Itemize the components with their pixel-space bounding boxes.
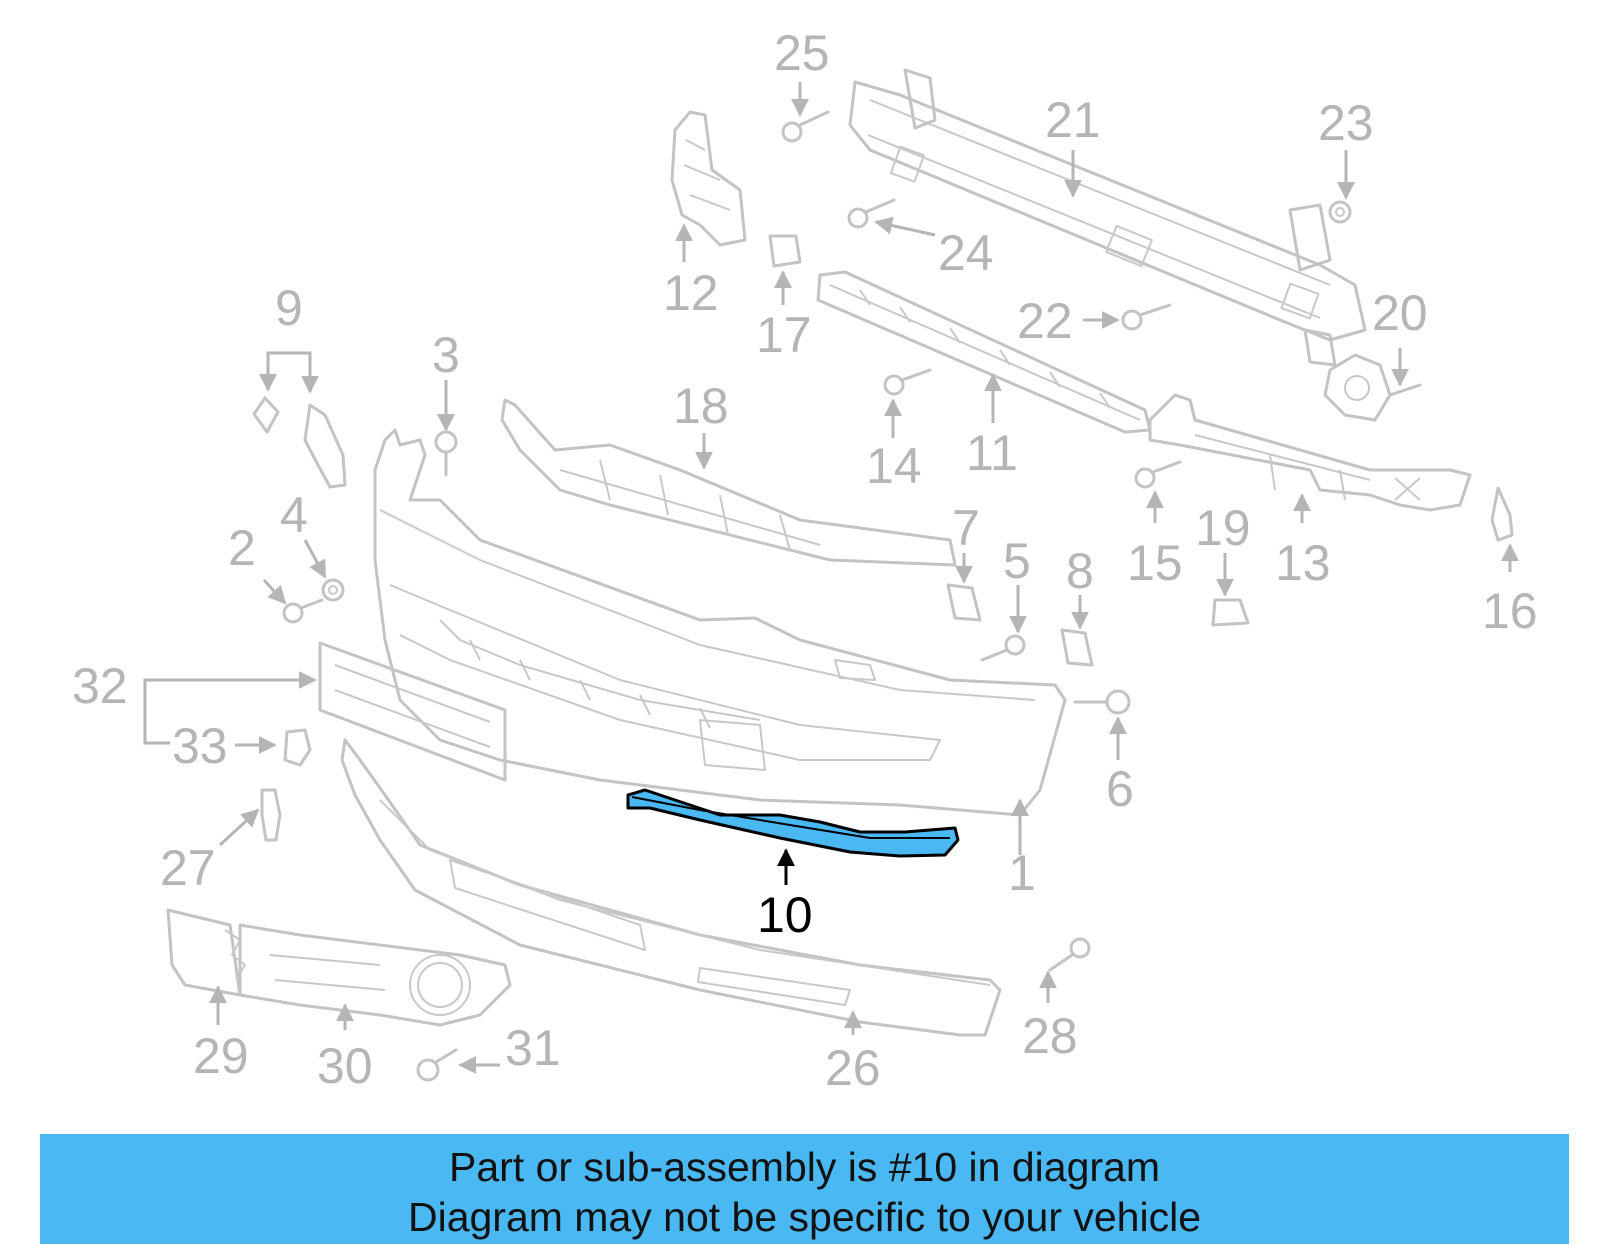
- callout-13: 13: [1275, 535, 1331, 591]
- part-30-fog-grille: [238, 923, 512, 1027]
- part-10-highlighted: [626, 788, 960, 858]
- callout-labels: 1 2 3 4 5 6 7 8 9 10 11 12 13 14 15 16 1…: [72, 25, 1538, 1096]
- part-21-reinforcement-bar: [848, 68, 1367, 367]
- part-11-upper-strip: [816, 270, 1152, 434]
- callout-11: 11: [966, 425, 1018, 481]
- callout-24: 24: [938, 225, 994, 281]
- callout-28: 28: [1022, 1008, 1078, 1064]
- callout-25: 25: [774, 25, 830, 81]
- callout-26: 26: [825, 1040, 881, 1096]
- callout-23: 23: [1318, 95, 1374, 151]
- part-32-plate-bracket: [318, 641, 507, 782]
- fasteners: [252, 110, 1514, 1082]
- callout-10: 10: [757, 887, 813, 943]
- part-20-support: [1323, 353, 1422, 422]
- callout-7: 7: [952, 500, 980, 556]
- callout-2: 2: [228, 520, 256, 576]
- callout-17: 17: [756, 307, 812, 363]
- callout-19: 19: [1195, 500, 1251, 556]
- callout-14: 14: [866, 438, 922, 494]
- part-1-bumper-cover: [373, 428, 1067, 817]
- callout-29: 29: [193, 1028, 249, 1084]
- callout-32: 32: [72, 658, 128, 714]
- part-10-shape: [626, 788, 960, 858]
- banner-line-2: Diagram may not be specific to your vehi…: [407, 1194, 1201, 1240]
- callout-30: 30: [317, 1038, 373, 1094]
- part-13-side-bracket: [1148, 393, 1472, 512]
- callout-27: 27: [160, 840, 216, 896]
- callout-21: 21: [1045, 92, 1101, 148]
- callout-31: 31: [505, 1020, 561, 1076]
- banner-line-1: Part or sub-assembly is #10 in diagram: [449, 1144, 1160, 1190]
- callout-8: 8: [1066, 543, 1094, 599]
- part-12-bracket: [670, 110, 747, 247]
- callout-1: 1: [1008, 845, 1036, 901]
- callout-33: 33: [172, 718, 228, 774]
- callout-15: 15: [1127, 535, 1183, 591]
- leader-lines: [143, 82, 1519, 1074]
- callout-3: 3: [432, 327, 460, 383]
- info-banner: Part or sub-assembly is #10 in diagram D…: [40, 1134, 1569, 1244]
- callout-9: 9: [275, 280, 303, 336]
- part-29-end-cap: [166, 908, 246, 997]
- callout-4: 4: [280, 487, 308, 543]
- callout-5: 5: [1003, 533, 1031, 589]
- parts-diagram: 1 2 3 4 5 6 7 8 9 10 11 12 13 14 15 16 1…: [72, 25, 1538, 1096]
- callout-6: 6: [1106, 761, 1134, 817]
- callout-18: 18: [673, 378, 729, 434]
- callout-22: 22: [1017, 293, 1073, 349]
- callout-16: 16: [1482, 583, 1538, 639]
- callout-12: 12: [663, 265, 719, 321]
- part-26-lower-valance: [340, 738, 1002, 1037]
- part-18-cover-panel: [500, 398, 957, 567]
- callout-20: 20: [1372, 285, 1428, 341]
